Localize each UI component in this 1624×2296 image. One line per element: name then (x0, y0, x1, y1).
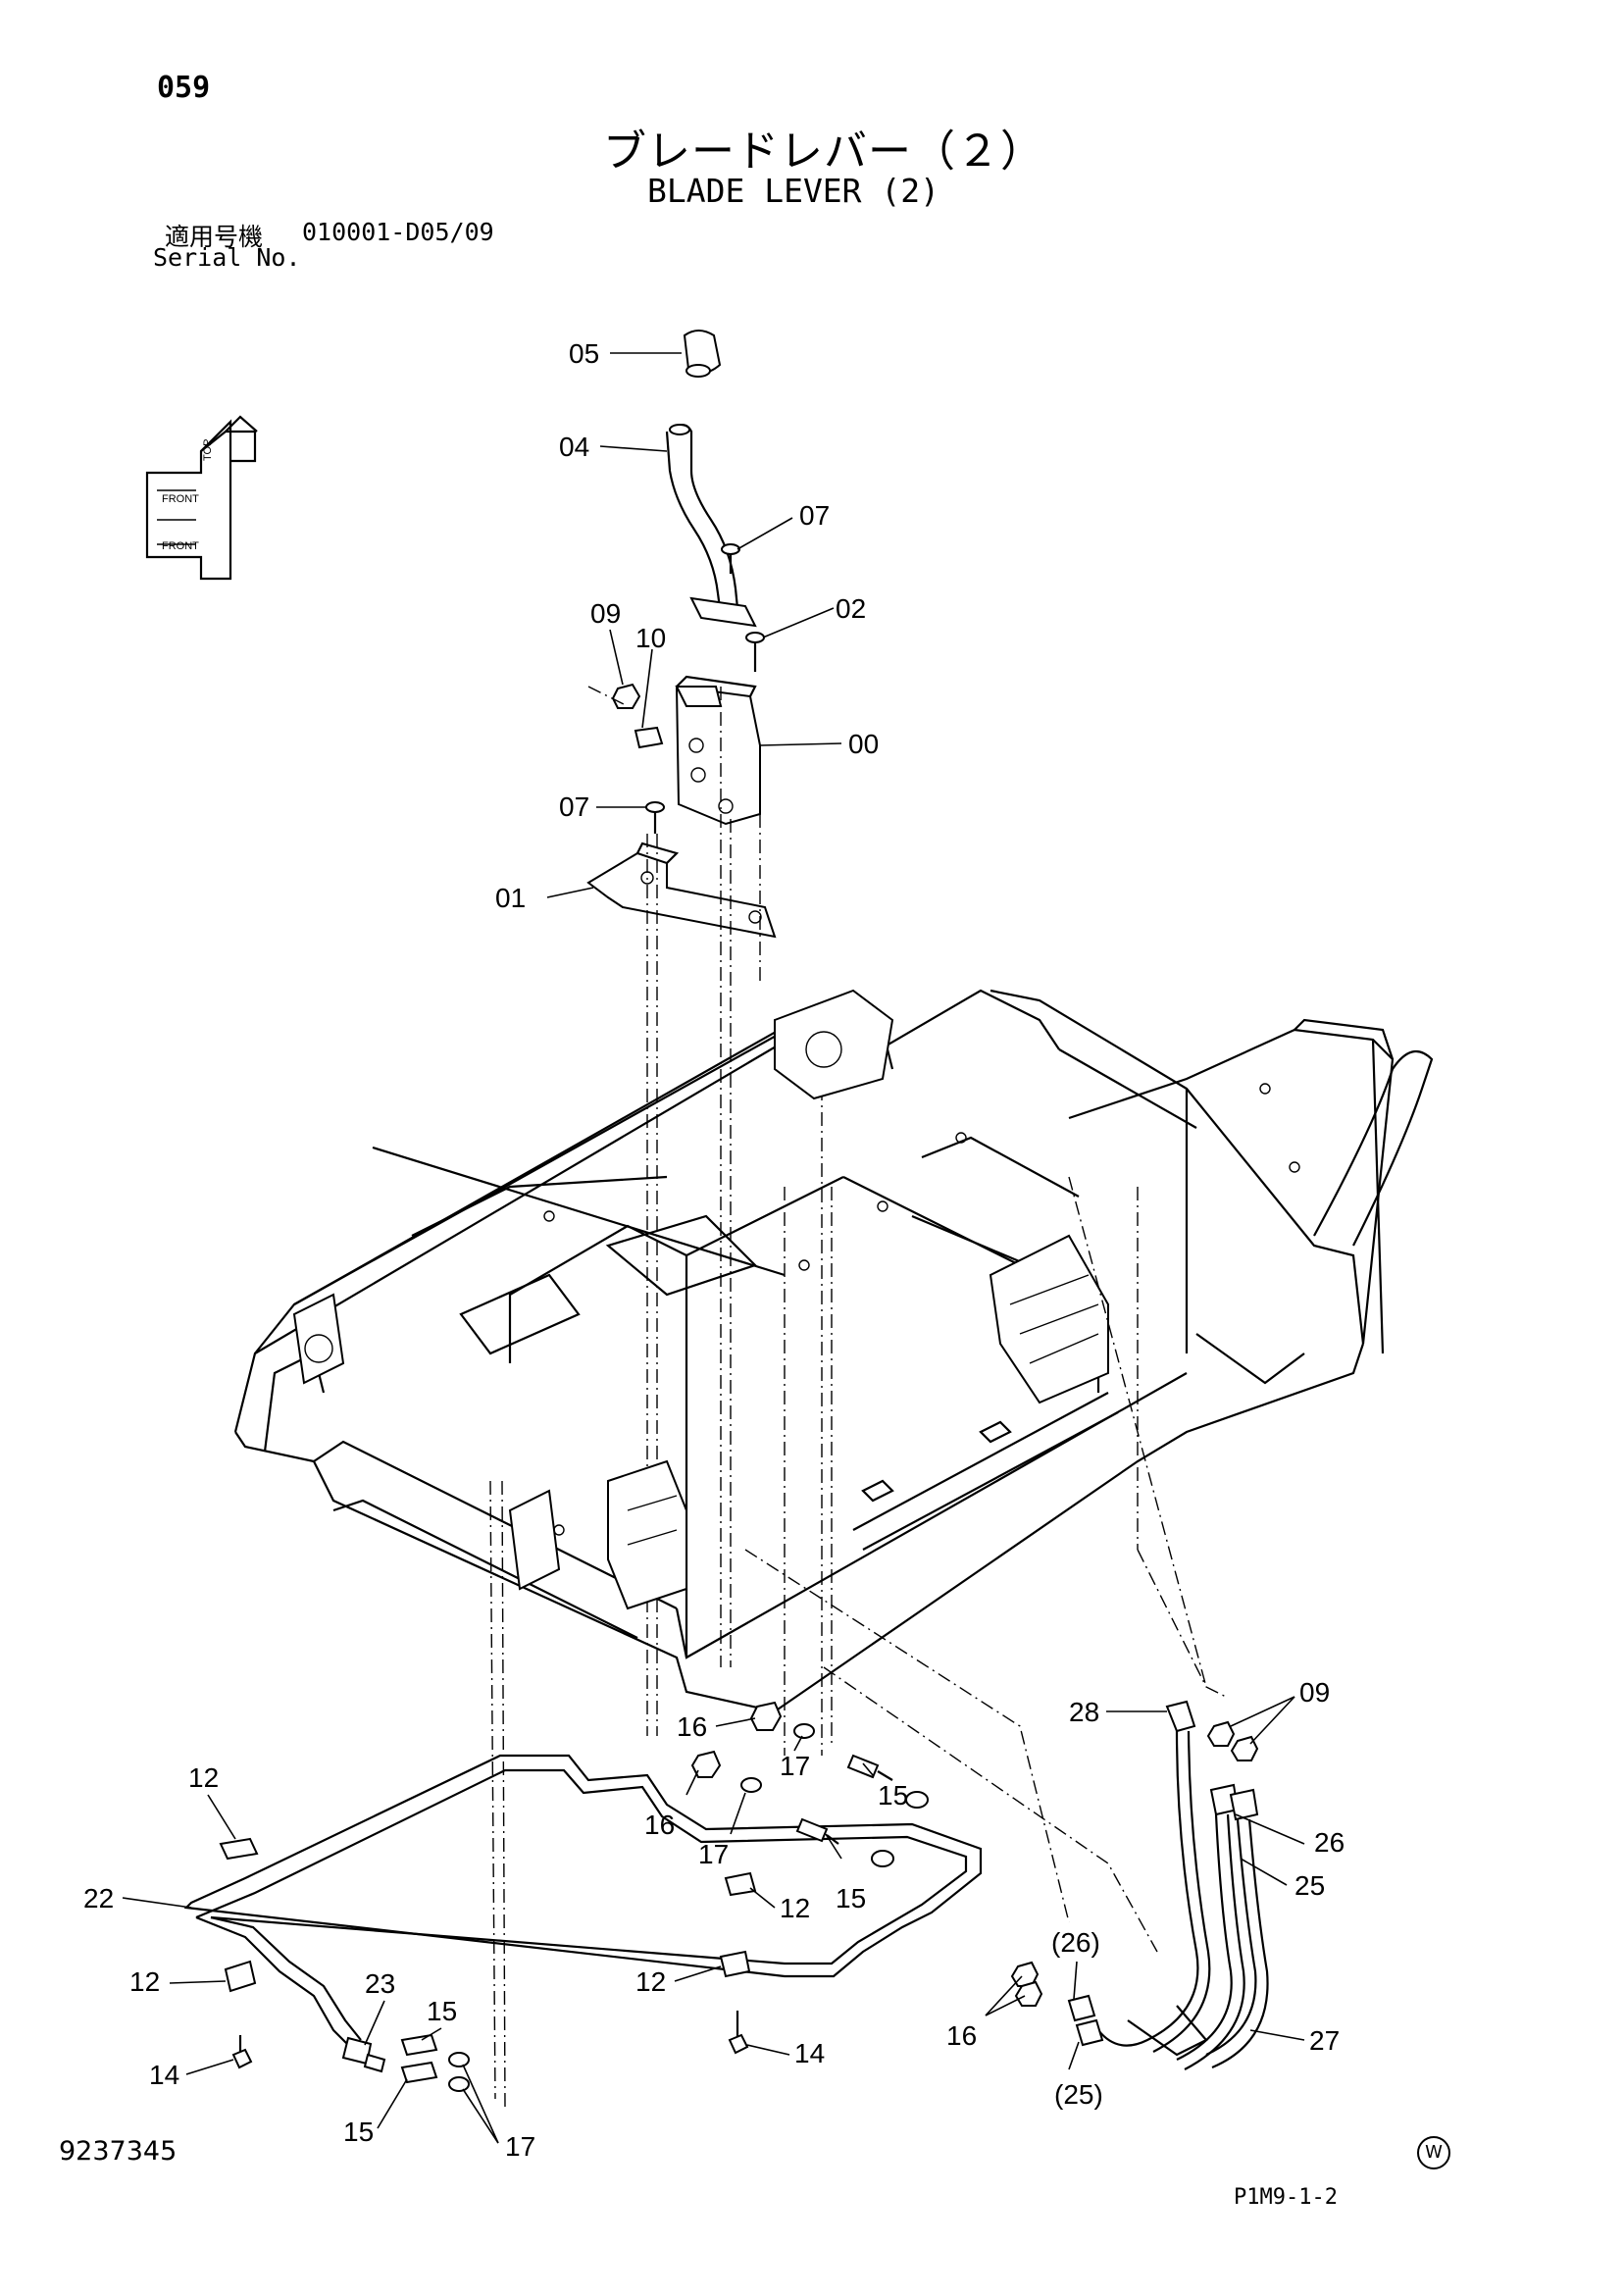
operator-floor-frame (233, 989, 1434, 1713)
callout-27: 27 (1309, 2025, 1340, 2056)
pipe-assembly (183, 1754, 983, 2051)
bolt-07-top (721, 543, 740, 574)
clamp-12-a (219, 1837, 259, 1861)
nut-09-upper (611, 683, 641, 709)
callout-07-upper: 07 (799, 500, 830, 531)
fitting-23 (341, 2036, 386, 2073)
serial-number-range: 010001-D05/09 (302, 218, 494, 246)
callout-16-c: 16 (946, 2020, 977, 2051)
clamp-12-c (724, 1871, 757, 1897)
direction-label-front-1: FRONT (162, 493, 199, 505)
callout-00: 00 (848, 729, 879, 759)
callout-12-c: 12 (780, 1893, 810, 1923)
fitting-15-b (795, 1817, 894, 1867)
callout-28: 28 (1069, 1697, 1099, 1727)
callout-12-b: 12 (129, 1966, 160, 1997)
callout-12-a: 12 (188, 1762, 219, 1793)
callout-26: 26 (1314, 1827, 1345, 1858)
callout-22: 22 (83, 1883, 114, 1913)
callout-26-ref: (26) (1051, 1927, 1100, 1958)
page-number: 059 (157, 71, 211, 105)
clip-10 (634, 726, 664, 749)
nuts-09-right (1206, 1720, 1259, 1761)
callout-25: 25 (1294, 1870, 1325, 1901)
callout-14-left: 14 (149, 2060, 179, 2090)
bolt-02 (745, 632, 765, 672)
lever-bracket (675, 675, 761, 826)
callout-05: 05 (569, 338, 599, 369)
title-japanese: ブレードレバー（２） (603, 127, 1044, 177)
callout-09-right: 09 (1299, 1677, 1330, 1708)
callout-01: 01 (495, 883, 526, 913)
callout-17-b: 17 (698, 1839, 729, 1869)
nut-16-b (690, 1750, 722, 1778)
document-number: 9237345 (59, 2136, 178, 2167)
callout-09-upper: 09 (590, 598, 621, 629)
hose-assembly (1067, 1700, 1269, 2070)
bolt-07-lower (645, 801, 665, 834)
callout-labels: 05 04 07 09 10 02 00 07 01 28 09 16 17 1… (83, 338, 1345, 2162)
callout-04: 04 (559, 432, 589, 462)
seal-17-a (793, 1723, 815, 1739)
callout-16-b: 16 (644, 1810, 675, 1840)
callout-15-d: 15 (343, 2117, 374, 2147)
figure-code: P1M9-1-2 (1234, 2185, 1338, 2210)
direction-label-top: TOP (202, 439, 214, 461)
callout-07-lower: 07 (559, 791, 589, 822)
callout-25-ref: (25) (1054, 2079, 1103, 2110)
clamp-12-d (719, 1950, 751, 1978)
front-top-direction-icon: TOP FRONT FRONT (145, 415, 258, 581)
seal-17-b (740, 1777, 762, 1793)
watermark-symbol: W (1417, 2136, 1450, 2169)
direction-label-front-2: FRONT (162, 540, 199, 552)
bolt-14-left (231, 2035, 253, 2069)
callout-12-d: 12 (635, 1966, 666, 1997)
callout-02: 02 (836, 593, 866, 624)
fittings-15-lower (400, 2033, 438, 2084)
clamp-12-b (224, 1960, 257, 1993)
callout-16-a: 16 (677, 1711, 707, 1742)
nuts-16-right (1010, 1961, 1043, 2007)
serial-label-english: Serial No. (153, 243, 301, 272)
callout-15-b: 15 (836, 1883, 866, 1913)
callout-23: 23 (365, 1968, 395, 1999)
mount-bracket (586, 842, 777, 939)
callout-15-c: 15 (427, 1996, 457, 2026)
callout-17-c: 17 (505, 2131, 535, 2162)
callout-14-right: 14 (794, 2038, 825, 2068)
bolt-14-right (728, 2011, 749, 2055)
leader-lines (122, 352, 1305, 2144)
lever-knob (683, 330, 722, 378)
title-english: BLADE LEVER (2) (647, 172, 940, 210)
lever-rod (665, 424, 739, 609)
serial-label-japanese: 適用号機 (165, 223, 264, 251)
callout-15-a: 15 (878, 1780, 908, 1811)
callout-17-a: 17 (780, 1751, 810, 1781)
callout-10: 10 (635, 623, 666, 653)
lever-plate (689, 596, 757, 628)
seals-17-lower (448, 2052, 470, 2092)
